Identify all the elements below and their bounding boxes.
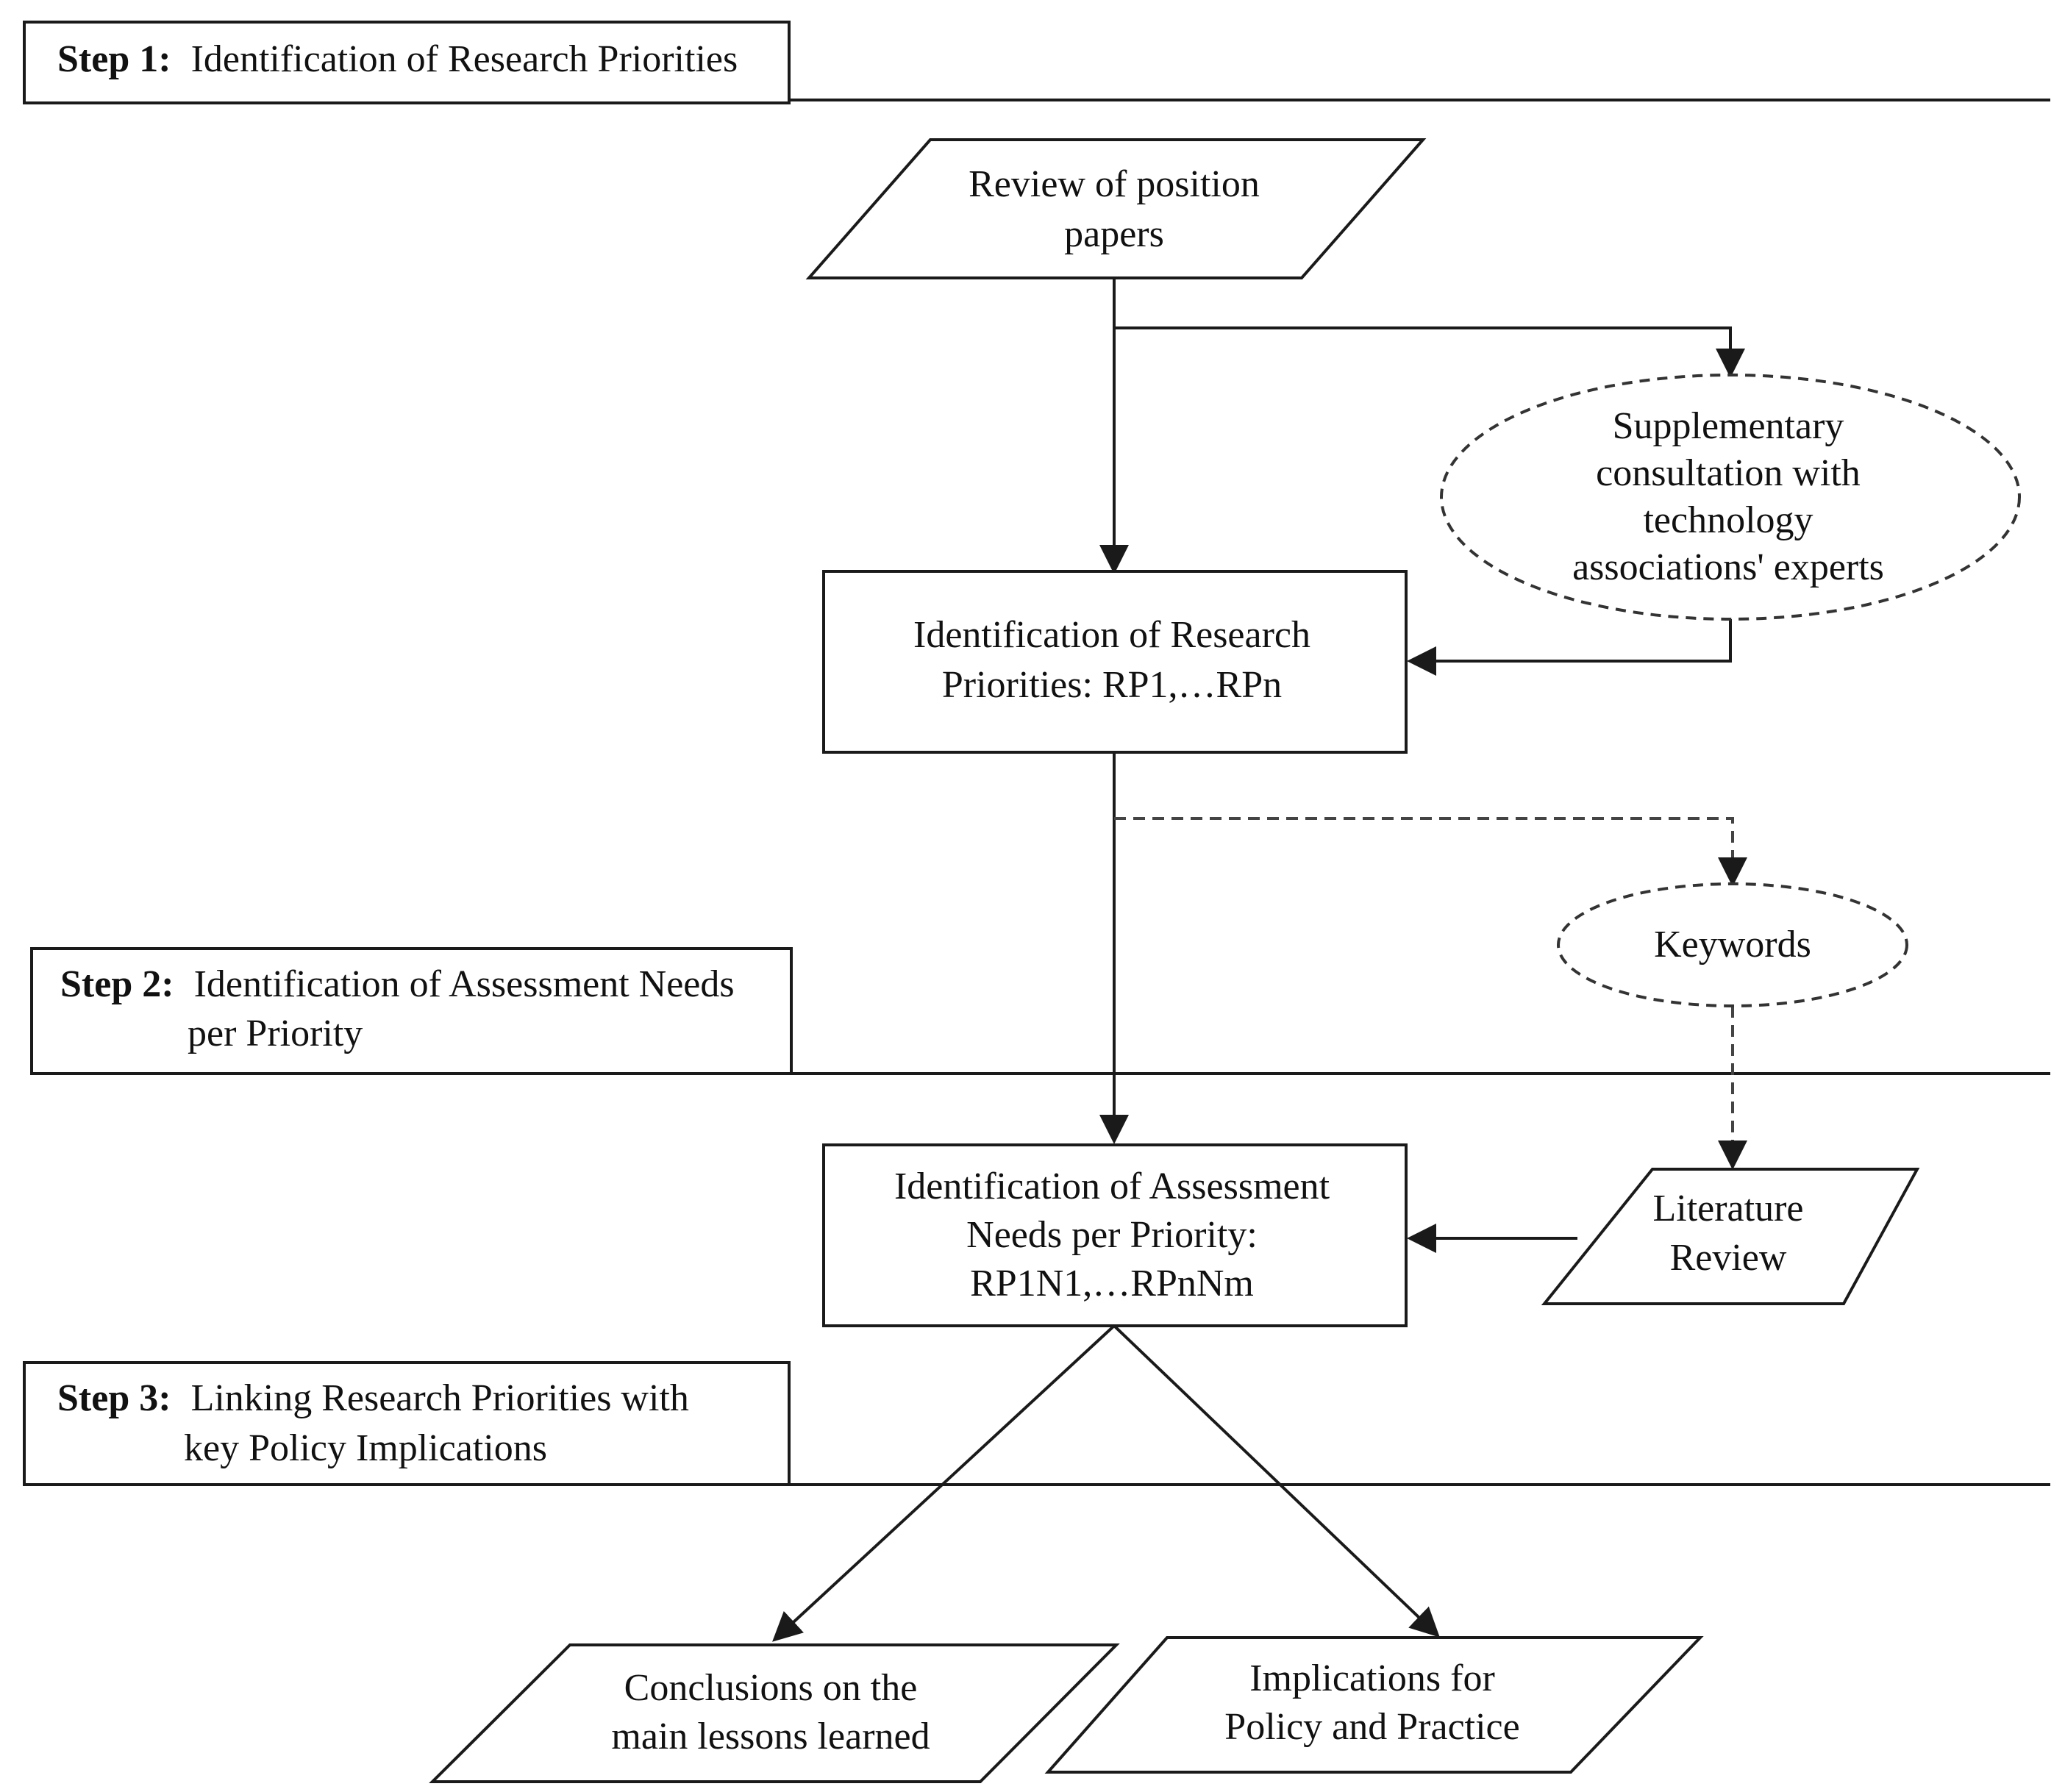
consultation-line-2: consultation with — [1596, 452, 1861, 494]
step-1-label: Step 1: — [57, 38, 171, 80]
consultation-line-3: technology — [1643, 499, 1813, 541]
node-assessment-needs: Identification of Assessment Needs per P… — [822, 1143, 1408, 1327]
implications-line-2: Policy and Practice — [1224, 1706, 1519, 1748]
literature-line-2: Review — [1670, 1237, 1787, 1279]
review-parallelogram — [805, 138, 1427, 279]
step-2-label: Step 2: — [60, 963, 174, 1005]
implications-line-1: Implications for — [1249, 1657, 1495, 1699]
edge-review-to-consultation — [1114, 326, 1745, 378]
step-3-title-line-2: key Policy Implications — [184, 1427, 547, 1469]
step-3-text-line-1: Step 3: Linking Research Priorities with — [57, 1377, 689, 1419]
needs-line-3: RP1N1,…RPnNm — [970, 1263, 1254, 1304]
needs-line-1: Identification of Assessment — [894, 1165, 1330, 1207]
step-1-title: Identification of Research Priorities — [191, 38, 738, 80]
step-2-text-line-1: Step 2: Identification of Assessment Nee… — [60, 963, 735, 1005]
literature-line-1: Literature — [1653, 1188, 1804, 1229]
step-2-title-line-2: per Priority — [188, 1013, 363, 1054]
node-implications: Implications for Policy and Practice — [1044, 1636, 1704, 1774]
review-line-2: papers — [1064, 213, 1164, 255]
consultation-line-4: associations' experts — [1572, 546, 1884, 588]
needs-box — [822, 1143, 1408, 1327]
conclusions-parallelogram — [429, 1643, 1120, 1783]
step-2-title-line-1: Identification of Assessment Needs — [194, 963, 735, 1005]
node-literature-review: Literature Review — [1541, 1168, 1920, 1305]
edge-consultation-to-priorities — [1407, 619, 1732, 676]
step-3-label: Step 3: — [57, 1377, 171, 1419]
step-2-header: Step 2: Identification of Assessment Nee… — [30, 947, 2050, 1075]
literature-parallelogram — [1541, 1168, 1920, 1305]
node-review-position-papers: Review of position papers — [805, 138, 1427, 279]
node-keywords: Keywords — [1557, 882, 1908, 1007]
edges — [772, 278, 1747, 1642]
conclusions-line-1: Conclusions on the — [624, 1667, 918, 1709]
needs-line-2: Needs per Priority: — [966, 1214, 1258, 1256]
step-1-box — [23, 21, 791, 104]
conclusions-line-2: main lessons learned — [611, 1716, 930, 1757]
priorities-line-2: Priorities: RP1,…RPn — [942, 664, 1282, 706]
edge-needs-to-conclusions — [772, 1324, 1116, 1642]
review-line-1: Review of position — [969, 163, 1260, 205]
edge-priorities-to-keywords — [1114, 817, 1747, 887]
edge-needs-to-implications — [1113, 1324, 1440, 1638]
step-2-box — [30, 947, 793, 1075]
step-3-title-line-1: Linking Research Priorities with — [191, 1377, 689, 1419]
node-supplementary-consultation: Supplementary consultation with technolo… — [1440, 374, 2021, 621]
priorities-line-1: Identification of Research — [913, 614, 1310, 656]
priorities-box — [822, 570, 1408, 754]
keywords-line-1: Keywords — [1654, 924, 1811, 965]
keywords-ellipse — [1557, 882, 1908, 1007]
step-3-header: Step 3: Linking Research Priorities with… — [23, 1361, 2050, 1486]
consultation-ellipse — [1440, 374, 2021, 621]
step-3-box — [23, 1361, 791, 1486]
node-research-priorities: Identification of Research Priorities: R… — [822, 570, 1408, 754]
step-1-header: Step 1: Identification of Research Prior… — [23, 21, 2050, 104]
implications-parallelogram — [1044, 1636, 1704, 1774]
consultation-line-1: Supplementary — [1613, 405, 1844, 447]
node-conclusions: Conclusions on the main lessons learned — [429, 1643, 1120, 1783]
step-1-text: Step 1: Identification of Research Prior… — [57, 38, 738, 80]
